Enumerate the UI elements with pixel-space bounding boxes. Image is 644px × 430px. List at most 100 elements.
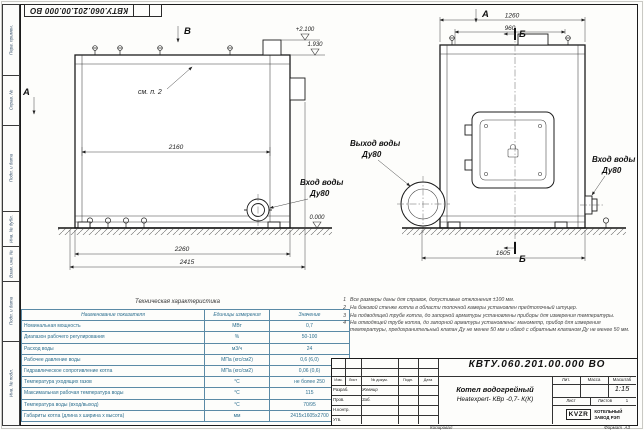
- name-razrab: Жевнир: [362, 387, 378, 392]
- note-item: 1 Все размеры даны для справок, допустимы…: [340, 297, 636, 304]
- sheets-label: Листов: [598, 398, 612, 403]
- valve-icon: [449, 35, 455, 46]
- strip-box: Инв. № подл.: [3, 341, 19, 425]
- note-text: Все размеры даны для справок, допустимые…: [350, 297, 515, 303]
- col-data: Дата: [423, 378, 433, 382]
- note-text: На подводящей трубе котла, до запорной а…: [350, 312, 615, 319]
- strip-label: Подп. и дата: [8, 296, 14, 326]
- stamp-divider: [133, 5, 134, 16]
- col-docnum: № докум.: [371, 378, 388, 382]
- valve-icon: [227, 45, 233, 56]
- strip-box: Инв. № дубл.: [3, 211, 19, 247]
- note-item: 4 На отводящей трубе котла, до запорной а…: [340, 320, 636, 334]
- hinge-icon: [464, 159, 473, 171]
- dim-front-total: 2415: [179, 259, 195, 266]
- lit-label: Лит.: [562, 377, 570, 382]
- param-name: Максимальная рабочая температура воды: [21, 387, 205, 400]
- title-block: КВТУ.060.201.00.000 ВО Котел водогрейный…: [331, 358, 638, 426]
- param-name: Гидравлическое сопротивление котла: [21, 364, 205, 378]
- role-prov: Пров.: [333, 397, 345, 402]
- param-name: Габариты котла (длина х ширина х высота): [21, 409, 205, 422]
- scale-label: Масштаб: [612, 377, 632, 382]
- format-label: Формат А3: [604, 425, 630, 430]
- elevation-top: +2.100: [296, 27, 315, 33]
- tech-table-header-row: Наименование показателя Единицы измерени…: [21, 308, 350, 322]
- dim-front-inner: 2160: [168, 144, 184, 151]
- param-unit: °С: [204, 387, 270, 400]
- mass-label: Масса: [587, 377, 601, 382]
- param-value: 50-100: [269, 331, 350, 344]
- company-cell: KVZR КОТЕЛЬНЫЙ ЗАВОД РЭП: [552, 405, 636, 424]
- dim-side-inner: 960: [505, 25, 516, 32]
- strip-label: Инв. № подл.: [8, 369, 14, 397]
- param-name: Рабочее давление воды: [21, 353, 205, 366]
- param-unit: °С: [204, 398, 270, 411]
- tech-table: Наименование показателя Единицы измерени…: [21, 308, 350, 422]
- elevation-marks: +2.100 1.930 0.000: [281, 27, 325, 229]
- ground-side: [402, 227, 626, 235]
- product-name-line2: Heatexpert- КВр -0,7- К(К): [456, 396, 534, 403]
- ground-front: [58, 227, 332, 235]
- strip-box: Взам. инв. №: [3, 246, 19, 282]
- note-number: 3: [343, 312, 346, 319]
- kopiroval-label: Копировал: [430, 425, 453, 430]
- strip-label: Взам. инв. №: [8, 249, 14, 278]
- param-name: Расход воды: [21, 342, 205, 355]
- company-name-line2: ЗАВОД РЭП: [594, 414, 620, 420]
- valve-icon: [92, 45, 98, 56]
- role-utv: Утв.: [333, 416, 342, 422]
- note-number: 1: [343, 297, 346, 303]
- valve-icon: [565, 35, 571, 46]
- name-prov: Заб.: [362, 397, 371, 402]
- dim-side-top: 1260: [505, 13, 520, 20]
- strip-label: Справ. №: [8, 89, 14, 111]
- sheet-label: Лист: [566, 398, 576, 403]
- hinge-icon: [464, 124, 473, 136]
- table-row: Габариты котла (длина х ширина х высота)…: [21, 409, 350, 422]
- outlet-text: Выход воды: [350, 139, 400, 148]
- outlet-label: Выход воды Ду80: [350, 139, 411, 187]
- valve-icon: [157, 45, 163, 56]
- format-word: Формат: [604, 425, 622, 430]
- param-unit: мм: [204, 409, 270, 422]
- section-mark-b-lower: Б: [519, 254, 526, 265]
- notes-block: 1 Все размеры даны для справок, допустимы…: [340, 297, 636, 335]
- param-name: Номинальная мощность: [21, 320, 205, 333]
- col-header: Наименование показателя: [21, 308, 205, 322]
- note-item: 3 На подводящей трубе котла, до запорной …: [340, 313, 636, 320]
- strip-box: Подп. и дата: [3, 125, 19, 212]
- param-name: Диапазон рабочего регулирования: [21, 331, 205, 344]
- param-unit: %: [204, 331, 270, 344]
- sheets-value: 1: [625, 398, 629, 403]
- elevation-mid: 1.930: [307, 42, 323, 48]
- drawing-frame: [20, 4, 638, 426]
- front-dimensions: 2160 2260 2415: [69, 102, 306, 270]
- param-unit: МПа (кгс/см2): [204, 364, 270, 378]
- inlet-front-dn: Ду80: [309, 189, 330, 198]
- dim-side-bottom: 1605: [496, 250, 511, 257]
- col-header: Единицы измерения: [204, 308, 270, 322]
- param-value: 24: [269, 342, 350, 355]
- scale-value: 1:15: [614, 384, 630, 393]
- param-unit: °С: [204, 376, 270, 389]
- view-mark-b-top: В: [184, 26, 191, 37]
- document-designation: КВТУ.060.201.00.000 ВО: [468, 359, 606, 370]
- inlet-side-text: Вход воды: [592, 155, 635, 164]
- boiler-front-view: [74, 39, 306, 234]
- note-number: 4: [343, 320, 346, 327]
- dim-front-outer: 2260: [174, 246, 190, 253]
- param-unit: м3/ч: [204, 342, 270, 355]
- note-text: На отводящей трубе котла, до запорной ар…: [350, 320, 630, 333]
- param-value: 0,7: [269, 320, 350, 333]
- outlet-dn: Ду80: [361, 150, 382, 159]
- side-view-marks: А Б Б: [474, 9, 526, 265]
- col-header: Значение: [269, 308, 350, 322]
- product-name: Котел водогрейный Heatexpert- КВр -0,7- …: [438, 376, 552, 424]
- product-name-line1: Котел водогрейный: [456, 385, 534, 394]
- lock-icon: [507, 148, 519, 158]
